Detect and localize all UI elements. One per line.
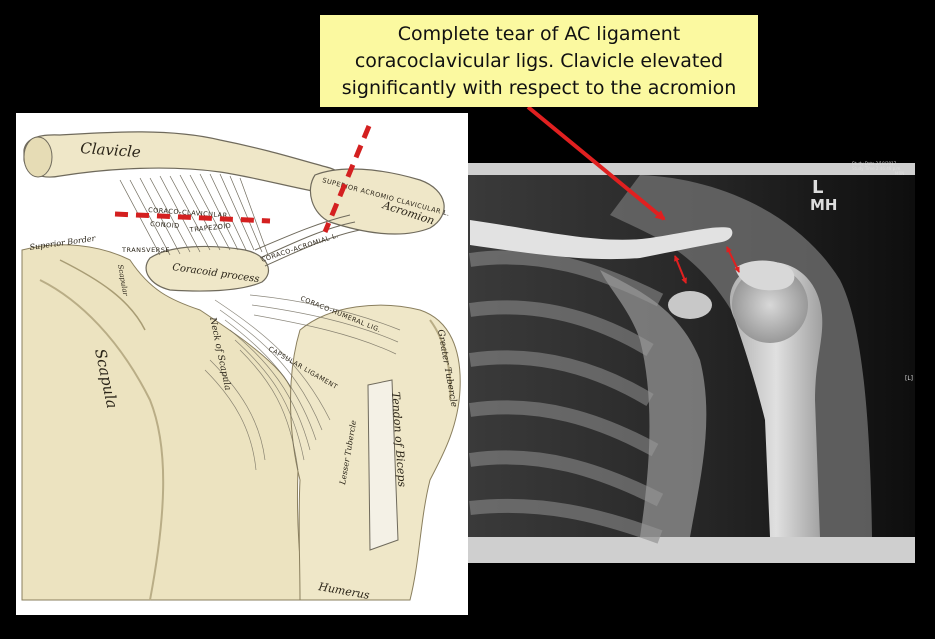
xray-initials: MH (810, 196, 837, 214)
label-clavicle: Clavicle (80, 139, 142, 161)
xray-ribs (469, 250, 664, 544)
tear-line-vertical (322, 125, 372, 233)
xray-top-frame (468, 163, 915, 175)
capsular-fibres (204, 294, 401, 471)
xray-study-date: Study Date 2/18/2017 (852, 161, 897, 166)
label-conoid: CONOID (150, 220, 180, 230)
coracoid-shape (145, 245, 269, 292)
biceps-tendon (367, 379, 399, 551)
xray-image: L MH Study Date 2/18/2017 Study Time 2:4… (468, 161, 915, 563)
xray-study-time: Study Time 2:46:46 p.m. (852, 166, 902, 171)
callout-box: Complete tear of AC ligament coracoclavi… (320, 15, 758, 107)
callout-line-1: Complete tear of AC ligament (397, 23, 681, 45)
tear-line-horizontal (114, 211, 271, 224)
label-transverse: TRANSVERSE (121, 246, 170, 254)
callout-line-2: coracoclavicular ligs. Clavicle elevated (354, 50, 724, 72)
gap-arrow-left (674, 255, 687, 284)
anatomy-illustration: Clavicle Acromion Superior Border Scapul… (16, 113, 468, 615)
clavicle-end (23, 136, 53, 178)
callout-line-3: significantly with respect to the acromi… (341, 77, 737, 99)
xray-clavicle (470, 220, 733, 260)
gap-arrow-right (726, 246, 740, 273)
callout-arrow (526, 105, 666, 221)
xray-side-marker: L (812, 177, 823, 198)
xray-mrn: MRN (895, 171, 904, 176)
xray-bottom-frame (468, 537, 915, 563)
xray-coracoid (668, 291, 712, 319)
xray-acromion (735, 260, 795, 291)
xray-side-tag: [L] (905, 375, 913, 382)
